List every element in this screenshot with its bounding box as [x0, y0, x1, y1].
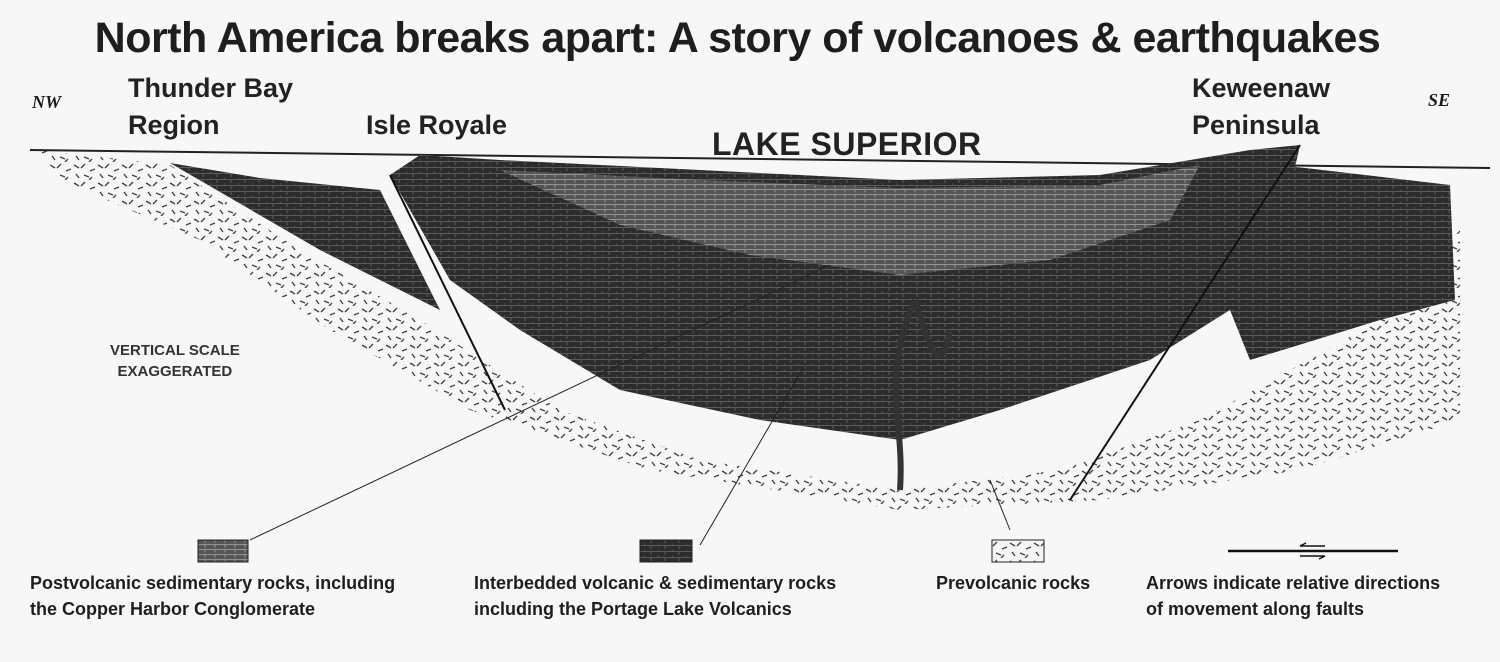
legend-faults: Arrows indicate relative directions of m… — [1146, 573, 1441, 619]
diagram-title: North America breaks apart: A story of v… — [94, 14, 1381, 62]
label-lake-superior: LAKE SUPERIOR — [712, 126, 982, 162]
leader-postvolcanic — [249, 264, 831, 541]
prevolcanic-rocks-region — [40, 150, 1460, 510]
legend-postvolcanic: Postvolcanic sedimentary rocks, includin… — [30, 573, 396, 619]
feeder-dike — [893, 298, 953, 491]
leader-prevolcanic — [989, 479, 1011, 531]
compass-se: SE — [1428, 90, 1451, 110]
fault-arrows-icon — [1228, 542, 1398, 560]
label-keweenaw: Keweenaw Peninsula — [1192, 73, 1331, 140]
fault-line-nw — [389, 174, 506, 411]
thunder-bay-wedge — [170, 163, 440, 310]
leader-interbedded — [699, 364, 806, 546]
compass-nw: NW — [32, 92, 62, 112]
label-isle-royale: Isle Royale — [366, 110, 508, 140]
postvolcanic-sedimentary-rocks — [500, 165, 1200, 275]
fault-line-se — [1069, 144, 1301, 501]
swatch-postvolcanic — [197, 539, 249, 563]
keweenaw-block — [1230, 165, 1455, 360]
label-thunder-bay: Thunder Bay Region — [128, 73, 294, 140]
swatch-interbedded — [639, 539, 693, 563]
legend-prevolcanic: Prevolcanic rocks — [936, 573, 1091, 593]
legend-interbedded: Interbedded volcanic & sedimentary rocks… — [474, 573, 837, 619]
vertical-scale-note: VERTICAL SCALE EXAGGERATED — [110, 342, 240, 380]
